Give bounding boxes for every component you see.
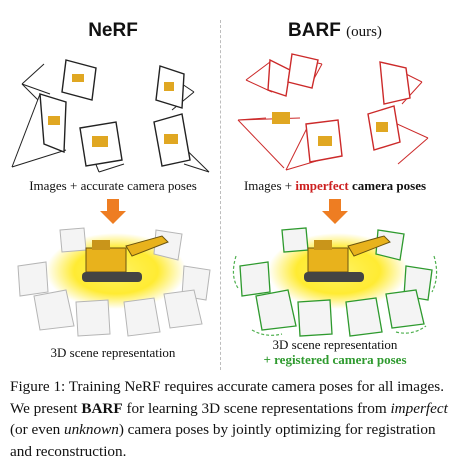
caption-part3: (or even xyxy=(10,421,64,438)
figure-caption: Figure 1: Training NeRF requires accurat… xyxy=(10,376,460,462)
barf-input-prefix: Images + xyxy=(243,178,296,193)
barf-title-suffix: (ours) xyxy=(346,24,382,40)
caption-barf: BARF xyxy=(81,399,123,417)
barf-output-caption: 3D scene representation xyxy=(272,337,398,352)
barf-panel: BARF (ours) xyxy=(226,0,444,372)
nerf-down-arrow xyxy=(100,199,126,224)
excavator-model xyxy=(82,235,169,282)
barf-camera-frustum xyxy=(367,105,429,165)
nerf-camera-frustum xyxy=(21,63,51,101)
caption-part1: Training NeRF requires accurate camera p… xyxy=(10,378,444,417)
barf-camera-frustum xyxy=(245,58,291,97)
barf-camera-frustum xyxy=(285,119,343,171)
nerf-output-caption: 3D scene representation xyxy=(50,345,176,360)
nerf-title: NeRF xyxy=(88,20,138,41)
barf-input-highlight: imperfect xyxy=(295,178,349,193)
barf-input-caption: Images + imperfect camera poses xyxy=(226,178,444,194)
nerf-camera-frustum xyxy=(155,65,195,111)
caption-part4: ) camera poses by jointly optimizing for… xyxy=(10,421,436,460)
barf-down-arrow xyxy=(322,199,348,224)
nerf-panel: NeRF xyxy=(4,0,222,372)
nerf-camera-frustum xyxy=(153,113,210,173)
nerf-camera-poses-figure xyxy=(11,59,210,173)
caption-part2: for learning 3D scene representations fr… xyxy=(122,399,391,417)
barf-camera-frustum xyxy=(287,53,323,89)
barf-input-suffix: camera poses xyxy=(348,178,427,193)
caption-unknown: unknown xyxy=(63,421,119,438)
barf-title-name: BARF xyxy=(288,20,341,41)
nerf-camera-frustum xyxy=(11,93,67,168)
barf-3d-scene-figure xyxy=(232,227,438,337)
excavator-model xyxy=(304,235,391,282)
caption-label: Figure 1: xyxy=(10,378,66,395)
nerf-3d-scene-figure xyxy=(17,227,211,337)
caption-imperfect: imperfect xyxy=(390,399,448,417)
barf-camera-frustum xyxy=(379,61,423,105)
panel-divider xyxy=(220,20,221,370)
barf-camera-poses-figure xyxy=(237,53,429,171)
barf-title: BARF (ours) xyxy=(226,20,444,42)
nerf-input-caption: Images + accurate camera poses xyxy=(29,178,197,193)
barf-output-highlight: + registered camera poses xyxy=(263,352,407,367)
